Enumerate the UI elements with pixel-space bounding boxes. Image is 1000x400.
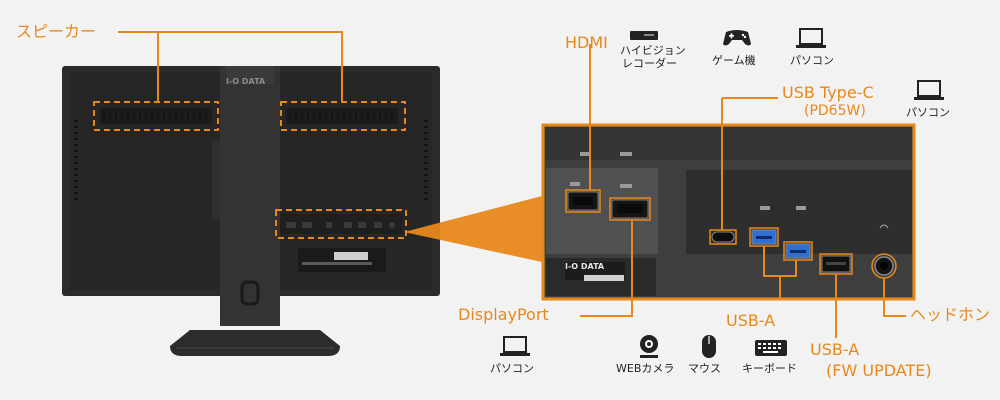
recorder-icon <box>630 31 658 40</box>
displayport-label: DisplayPort <box>458 305 549 324</box>
side-vent-left <box>74 120 78 200</box>
keyboard-label: キーボード <box>742 362 797 375</box>
hdmi-port <box>567 191 599 211</box>
stand-base <box>170 330 340 356</box>
speaker-grille-right <box>286 108 398 124</box>
speaker-highlight-left <box>93 101 219 131</box>
speaker-label: スピーカー <box>16 22 97 41</box>
webcam-icon <box>640 335 658 358</box>
game-label: ゲーム機 <box>712 54 756 67</box>
usb-a-label: USB-A <box>726 311 776 330</box>
rear-port-strip <box>280 214 402 234</box>
port-highlight <box>275 209 407 239</box>
gamepad-icon <box>723 30 751 46</box>
side-vent-right <box>424 120 428 200</box>
keyboard-icon <box>755 340 787 356</box>
recorder-label-2: レコーダー <box>622 57 677 70</box>
zoom-connector <box>404 196 542 262</box>
brand-logo-zoom: I-O DATA <box>565 262 605 271</box>
recorder-label-1: ハイビジョン <box>620 44 686 57</box>
displayport-port <box>611 199 649 219</box>
hdmi-label: HDMI <box>565 33 608 52</box>
usb-c-label: USB Type-C <box>782 83 874 102</box>
usb-a-fw-label: USB-A <box>810 340 860 359</box>
displayport-leader <box>580 220 633 317</box>
cable-clip <box>240 280 260 306</box>
laptop-icon <box>796 28 826 48</box>
brand-logo: I-O DATA <box>226 77 266 86</box>
pc-dp-label: パソコン <box>490 362 534 375</box>
usb-a-port-1 <box>751 229 777 245</box>
pc-usbc-label: パソコン <box>906 106 950 119</box>
speaker-grille-left <box>100 108 212 124</box>
usb-a-port-2 <box>785 243 811 259</box>
usb-a-fw-sub-label: (FW UPDATE) <box>826 361 932 380</box>
laptop-icon <box>914 80 944 100</box>
usb-c-port <box>711 231 735 243</box>
laptop-icon <box>500 336 530 356</box>
headphone-jack <box>874 256 894 276</box>
usb-a-fw-port <box>821 255 851 273</box>
pc-hdmi-label: パソコン <box>790 54 834 67</box>
stand-column <box>220 66 280 326</box>
mouse-label: マウス <box>688 362 721 375</box>
headphone-leader <box>883 278 906 317</box>
mouse-icon <box>702 335 716 358</box>
usb-c-sub-label: (PD65W) <box>804 103 866 119</box>
webcam-label: WEBカメラ <box>616 362 675 375</box>
headphone-label: ヘッドホン <box>910 305 991 324</box>
